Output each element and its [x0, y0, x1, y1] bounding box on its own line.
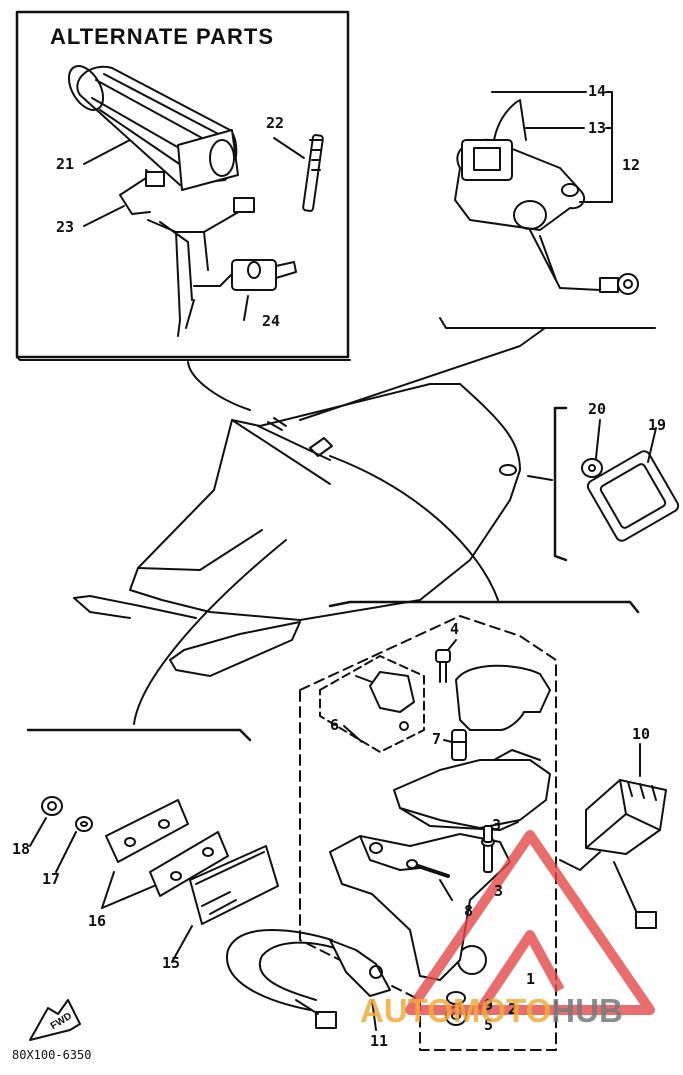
callout-9: 9	[484, 996, 494, 1014]
nut-18	[41, 796, 63, 816]
screw-3b	[483, 825, 493, 843]
callout-19: 19	[648, 416, 667, 434]
leader-18	[29, 817, 47, 847]
callout-14: 14	[588, 82, 607, 100]
leader-24	[243, 295, 249, 321]
screw-8	[406, 859, 450, 878]
hood-arrow-line-4	[133, 539, 287, 725]
callout-6: 6	[330, 716, 340, 734]
leader-21	[83, 139, 131, 165]
drawing-code: 80X100-6350	[12, 1048, 92, 1062]
callout-7: 7	[432, 730, 442, 748]
callout-23: 23	[56, 218, 75, 236]
callout-4: 4	[450, 620, 460, 638]
leader-16a	[101, 871, 115, 909]
hood-arrow-line-2	[299, 327, 546, 421]
leader-11	[371, 999, 377, 1031]
bracket-6	[319, 655, 425, 753]
leader-8	[439, 879, 453, 901]
callout-10: 10	[632, 725, 651, 743]
bracket-12	[579, 91, 613, 203]
leader-22	[273, 137, 305, 159]
heated-grip	[67, 65, 239, 191]
leader-16b	[101, 885, 155, 909]
watermark-triangle	[405, 830, 655, 1015]
callout-12: 12	[622, 156, 641, 174]
connector-10	[559, 779, 667, 929]
callout-8: 8	[464, 902, 474, 920]
wire-harness	[119, 169, 297, 337]
alternate-parts-title: ALTERNATE PARTS	[50, 24, 274, 49]
callout-21: 21	[56, 155, 75, 173]
callout-1: 1	[526, 970, 536, 988]
alternate-parts-box-shadow	[16, 13, 351, 361]
callout-16: 16	[88, 912, 107, 930]
hood-arrow-line-3	[329, 455, 499, 601]
washer-17	[75, 816, 93, 832]
taillight-box-outline	[26, 728, 252, 742]
leader-4	[447, 639, 457, 651]
taillight-15	[189, 845, 279, 925]
callout-20: 20	[588, 400, 607, 418]
callout-24: 24	[262, 312, 281, 330]
switch-box-outline	[439, 317, 656, 329]
hood-arrow-line-1	[187, 361, 251, 411]
nut-20	[581, 458, 603, 478]
housing-body	[393, 749, 551, 831]
leader-20	[595, 419, 601, 459]
reflector	[586, 450, 680, 542]
fwd-arrow	[29, 999, 81, 1041]
washer-9	[446, 991, 466, 1005]
leader-7	[443, 739, 453, 743]
switch-6	[355, 671, 415, 731]
plates-16	[105, 799, 229, 897]
spring-7	[451, 729, 467, 761]
leader-17	[55, 831, 77, 873]
callout-13: 13	[588, 119, 607, 137]
callout-3b: 3	[494, 882, 504, 900]
handlebar-switch	[454, 99, 639, 295]
callout-2: 2	[508, 1000, 518, 1018]
callout-3a: 3	[492, 816, 502, 834]
leader-15	[171, 925, 193, 963]
leader-19	[647, 427, 657, 463]
housing-cover	[455, 664, 551, 731]
callout-15: 15	[162, 954, 181, 972]
cable-tie	[302, 134, 324, 212]
leader-6	[343, 725, 363, 743]
screw-3a	[481, 837, 495, 873]
callout-5: 5	[484, 1016, 494, 1034]
assembly-top-line	[328, 600, 640, 614]
screw-4	[435, 649, 451, 683]
callout-11: 11	[370, 1032, 389, 1050]
snowmobile-hood	[73, 383, 521, 677]
hood-arrow-line-5	[527, 475, 553, 481]
leader-23	[83, 205, 125, 227]
cable-11	[225, 929, 391, 1029]
callout-18: 18	[12, 840, 31, 858]
reflector-box	[553, 406, 568, 562]
callout-22: 22	[266, 114, 285, 132]
callout-17: 17	[42, 870, 61, 888]
